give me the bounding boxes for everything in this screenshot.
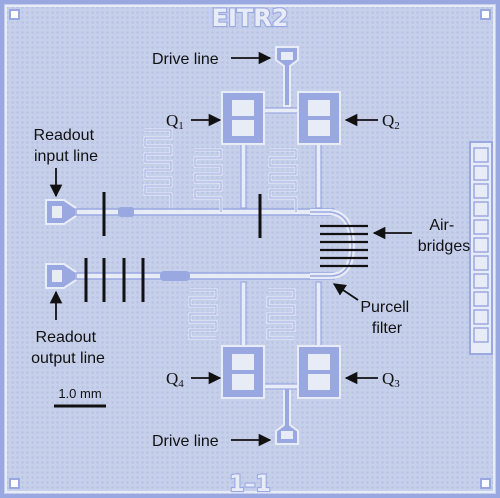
airbridges-label: Air- bridges xyxy=(418,217,470,255)
drive-line-top xyxy=(275,46,299,107)
corner-mark-bl xyxy=(9,478,20,489)
airbridge-markers xyxy=(320,224,368,268)
drive-line-bottom-label: Drive line xyxy=(152,433,219,450)
readout-output-label: Readout output line xyxy=(31,329,105,367)
chip-inner-border xyxy=(5,5,495,493)
scalebar-label: 1.0 mm xyxy=(58,386,101,401)
filter-markers xyxy=(84,192,262,302)
qubit-q1 xyxy=(221,91,265,145)
corner-mark-tl xyxy=(9,9,20,20)
test-structure xyxy=(469,141,493,355)
chip-bottom-label: 1–1 xyxy=(229,472,271,497)
qubit-q1-label: Q1 xyxy=(166,111,184,132)
qubit-q2-label: Q2 xyxy=(382,111,400,132)
readout-input-feedline xyxy=(45,199,335,225)
readout-input-label: Readout input line xyxy=(34,127,99,165)
qubit-q2 xyxy=(297,91,341,145)
purcell-filter-label: Purcell filter xyxy=(360,299,413,337)
qubit-q4 xyxy=(221,345,265,399)
drive-line-top-label: Drive line xyxy=(152,51,219,68)
qubit-q4-label: Q4 xyxy=(166,369,184,390)
corner-mark-tr xyxy=(480,9,491,20)
corner-mark-br xyxy=(480,478,491,489)
annotation-arrows xyxy=(49,51,412,447)
qubit-q3 xyxy=(297,345,341,399)
chip-top-label: EITR2 xyxy=(212,4,289,32)
qubit-q3-label: Q3 xyxy=(382,369,400,390)
